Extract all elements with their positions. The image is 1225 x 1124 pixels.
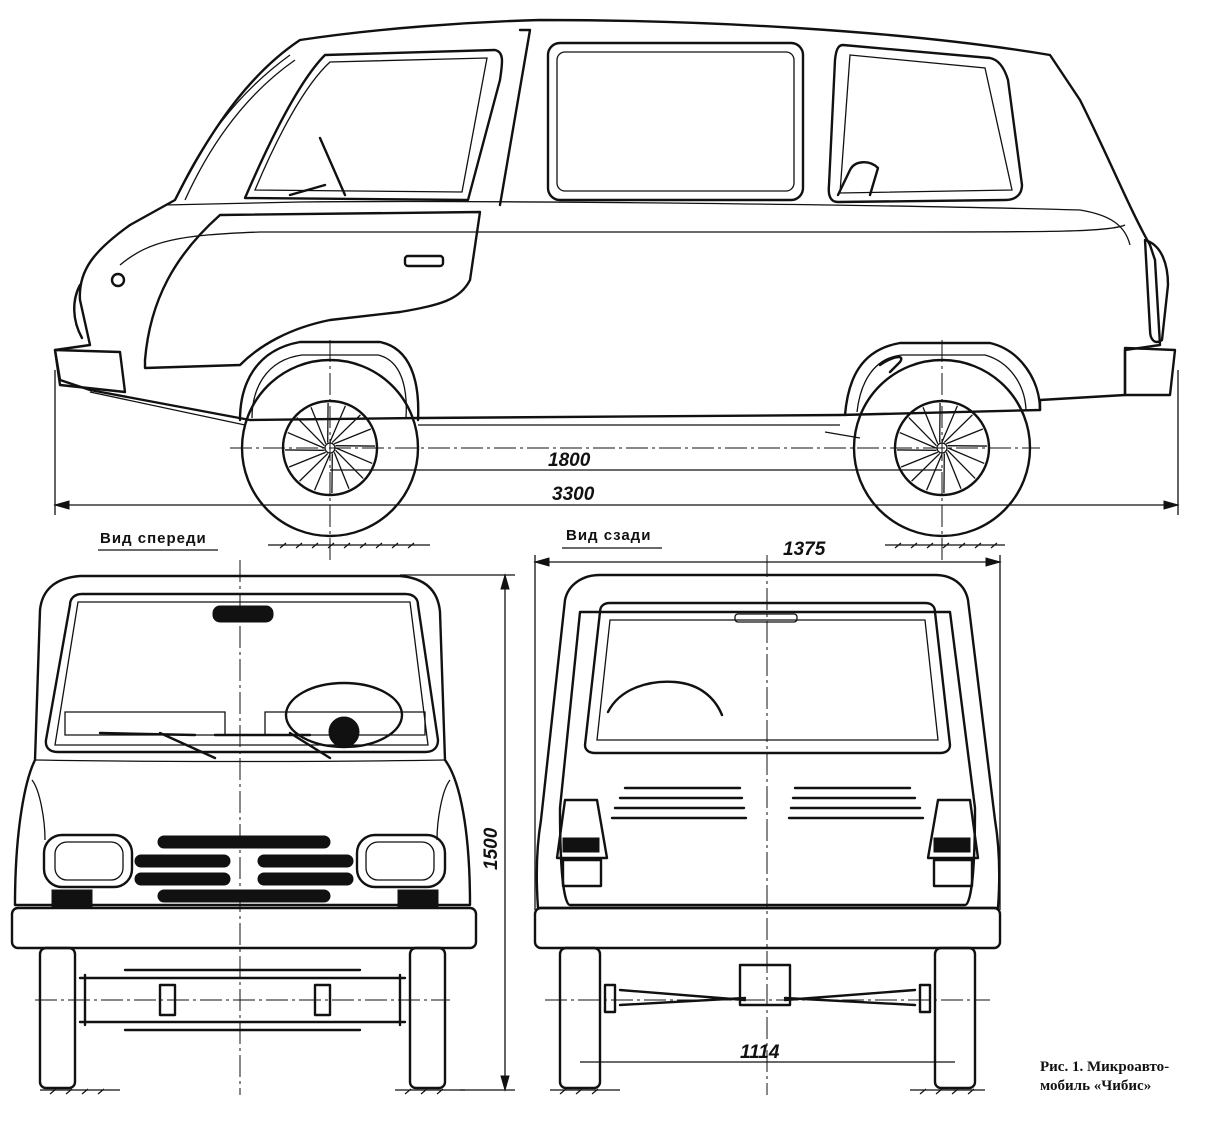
- side-view: [53, 18, 1177, 560]
- side-front-window: [243, 48, 504, 202]
- rear-track-label: 1114: [740, 1042, 780, 1063]
- wheel-spoke: [329, 405, 347, 443]
- dimension-wheelbase: 1800: [330, 450, 942, 471]
- front-windshield: [44, 592, 440, 754]
- rear-wheel-arch: [843, 341, 1042, 417]
- wheel-spoke: [333, 428, 372, 445]
- front-wheel-right: [408, 946, 447, 1090]
- wheel-spoke: [313, 453, 331, 491]
- wheel-spoke: [331, 414, 361, 443]
- height-label: 1500: [481, 827, 502, 870]
- front-wheel-arch: [238, 340, 420, 422]
- rear-view: Вид сзади 1375: [533, 527, 1002, 1095]
- wheel-spoke: [296, 417, 325, 447]
- wheel-spoke: [900, 451, 939, 468]
- front-grille: [134, 835, 354, 903]
- ground-rear-side: [885, 542, 1005, 549]
- side-beltline: [164, 200, 1131, 246]
- wheel-spoke: [288, 451, 327, 468]
- dimension-height: 1500: [400, 573, 515, 1092]
- rear-bumper-side: [1123, 346, 1177, 397]
- wheel-spoke: [925, 453, 943, 491]
- front-bumper: [10, 906, 478, 950]
- rear-louvers-right: [787, 786, 925, 820]
- side-body-outline: [53, 18, 1162, 422]
- front-bumper-side: [53, 348, 127, 394]
- wheel-spoke: [299, 453, 329, 482]
- ground-front: [40, 1088, 465, 1095]
- dimension-length: 3300: [53, 370, 1180, 515]
- wheel-spoke: [335, 449, 364, 479]
- rear-lamp-side: [1143, 238, 1170, 344]
- rear-bumper: [533, 906, 1002, 950]
- headlight-right: [355, 833, 447, 889]
- fuel-cap: [110, 272, 126, 288]
- side-door-outline: [143, 210, 482, 370]
- front-wheel-left: [38, 946, 77, 1090]
- wheel-spoke: [945, 451, 962, 490]
- wheel-spoke: [899, 431, 937, 449]
- dimension-rear-track: 1114: [580, 1042, 955, 1063]
- front-body-outline: [13, 574, 472, 907]
- caption-line-1: Рис. 1. Микроавто-: [1040, 1059, 1170, 1075]
- wiper-right: [213, 731, 332, 760]
- steering-wheel-side: [288, 136, 347, 197]
- wheel-spoke: [911, 453, 941, 482]
- door-handle: [403, 254, 445, 268]
- front-view-title: Вид спереди: [100, 530, 207, 547]
- steering-wheel-rear: [606, 680, 724, 717]
- figure-caption: Рис. 1. Микроавто- мобиль «Чибис»: [1040, 1058, 1220, 1096]
- side-middle-window: [546, 41, 805, 202]
- tail-light-right: [926, 798, 980, 888]
- wheel-spoke: [943, 414, 973, 443]
- front-turn-left: [51, 889, 93, 909]
- side-rear-window: [827, 43, 1024, 204]
- rear-wheel-right: [933, 946, 977, 1090]
- wheel-spoke: [908, 417, 937, 447]
- wheel-spoke: [922, 406, 939, 445]
- front-view: Вид спереди: [10, 530, 478, 1095]
- wheel-spoke: [310, 406, 327, 445]
- wiper-left: [98, 731, 217, 760]
- wheel-spoke: [947, 449, 976, 479]
- wheel-spoke: [287, 431, 325, 449]
- wheel-spoke: [945, 428, 984, 445]
- rear-louvers-left: [610, 786, 748, 820]
- length-label: 3300: [552, 484, 595, 505]
- dimension-rear-width: 1375: [533, 539, 1002, 910]
- headlight-left: [42, 833, 134, 889]
- rearview-mirror: [212, 605, 274, 623]
- rear-seat-side: [836, 161, 880, 197]
- wheel-spoke: [941, 405, 959, 443]
- tail-light-left: [555, 798, 609, 888]
- wheel-spoke: [335, 447, 373, 465]
- rear-axle: [603, 963, 932, 1014]
- ground-rear: [550, 1088, 985, 1095]
- front-turn-right: [397, 889, 439, 909]
- rear-view-title: Вид сзади: [566, 527, 651, 544]
- rear-window: [583, 601, 952, 755]
- wheelbase-label: 1800: [548, 450, 591, 471]
- wheel-spoke: [947, 447, 985, 465]
- rear-body-outline: [535, 573, 1001, 910]
- caption-line-2: мобиль «Чибис»: [1040, 1078, 1152, 1094]
- ground-front-side: [268, 542, 430, 549]
- rear-wheel-left: [558, 946, 602, 1090]
- rear-width-label: 1375: [783, 539, 826, 560]
